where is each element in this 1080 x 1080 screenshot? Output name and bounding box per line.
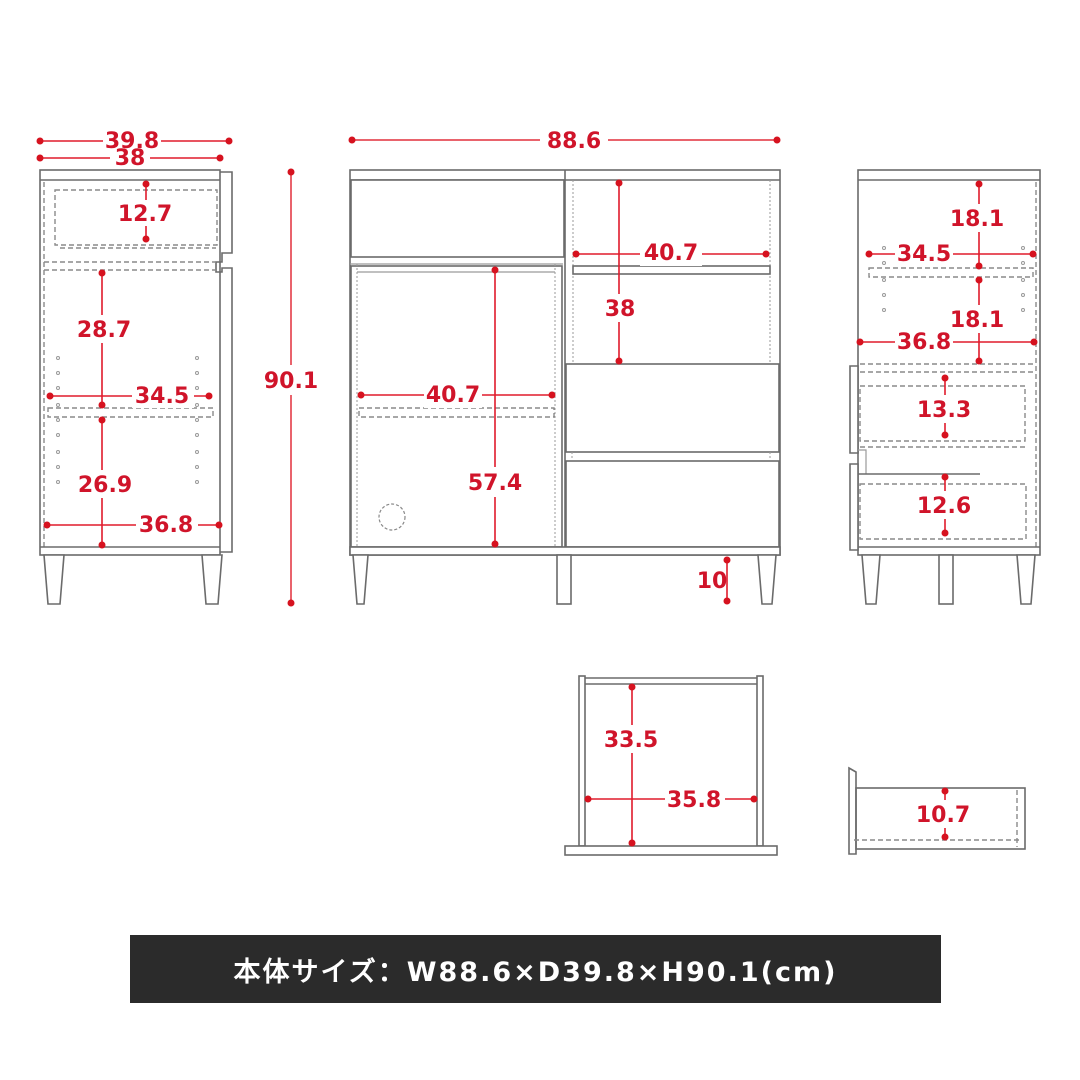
upper-height-label: 18.1 (950, 207, 1004, 232)
shelf-holes (56, 356, 199, 484)
drawer-side-dimensions: 10.7 (914, 787, 974, 841)
shelf-holes-right (882, 246, 1025, 312)
upper-shelf-height-label: 28.7 (77, 318, 131, 343)
drawer-width-label: 35.8 (667, 788, 721, 813)
leg-height-label: 10 (697, 569, 728, 594)
lower-height-label: 18.1 (950, 308, 1004, 333)
right-open-height-label: 38 (605, 297, 636, 322)
drawer-height-label: 12.7 (118, 202, 172, 227)
drawer-top-view (564, 675, 778, 856)
front-dimensions: 88.6 40.7 38 40.7 57.4 10 (348, 126, 781, 605)
bottom-depth-label: 36.8 (139, 513, 193, 538)
left-shelf-width-label: 40.7 (426, 383, 480, 408)
overall-height-dimension: 90.1 (264, 168, 320, 607)
cable-hole (378, 503, 406, 531)
right-side-dimensions: 18.1 34.5 18.1 36.8 13.3 12.6 (856, 180, 1038, 537)
right-side-view (849, 169, 1041, 605)
drawer-top-dimensions: 33.5 35.8 (584, 683, 758, 847)
outer-depth-label: 39.8 (105, 129, 159, 154)
overall-size-banner: 本体サイズ：W88.6×D39.8×H90.1(cm) (130, 935, 941, 1003)
right-shelf-depth-label: 34.5 (897, 242, 951, 267)
inner-depth-label: 38 (115, 146, 146, 171)
overall-size-text: 本体サイズ：W88.6×D39.8×H90.1(cm) (233, 956, 838, 988)
drawer2-height-label: 12.6 (917, 494, 971, 519)
left-side-dimensions: 39.8 38 12.7 28.7 34.5 26.9 36.8 (36, 128, 233, 549)
right-bottom-depth-label: 36.8 (897, 330, 951, 355)
front-view (349, 169, 781, 605)
overall-height-label: 90.1 (264, 369, 318, 394)
drawer1-height-label: 13.3 (917, 398, 971, 423)
overall-width-label: 88.6 (547, 129, 601, 154)
drawer-side-view (848, 766, 1026, 855)
shelf-depth-label: 34.5 (135, 384, 189, 409)
left-cabinet-height-label: 57.4 (468, 471, 522, 496)
drawer-depth-label: 33.5 (604, 728, 658, 753)
drawer-side-height-label: 10.7 (916, 803, 970, 828)
lower-shelf-height-label: 26.9 (78, 473, 132, 498)
right-shelf-width-label: 40.7 (644, 241, 698, 266)
